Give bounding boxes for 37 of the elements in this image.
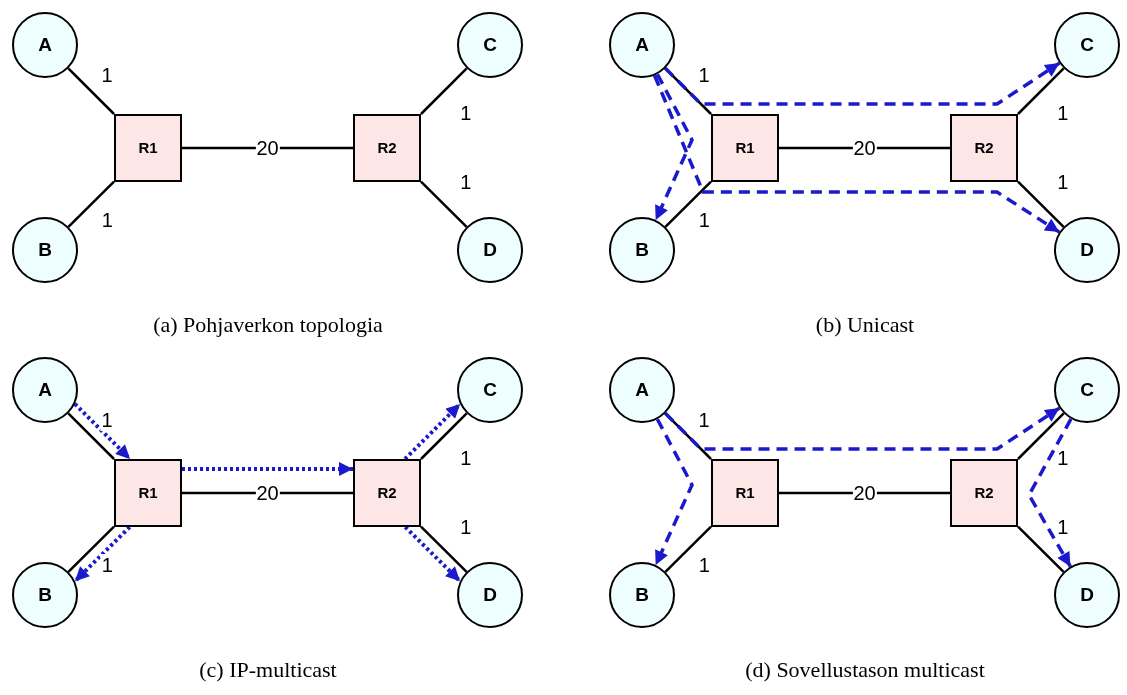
link-line <box>67 525 115 573</box>
router-box: R1 <box>114 459 182 527</box>
link-line <box>779 146 950 150</box>
arrow <box>182 462 353 476</box>
link-line <box>67 180 115 228</box>
arrow <box>664 406 1061 451</box>
caption: (a) Pohjaverkon topologia <box>153 312 383 338</box>
link-line <box>1017 67 1065 115</box>
link-line <box>664 180 712 228</box>
arrow <box>73 402 132 461</box>
arrow <box>664 61 1061 106</box>
caption: (d) Sovellustason multicast <box>745 657 985 683</box>
router-box: R2 <box>950 459 1018 527</box>
caption: (b) Unicast <box>815 312 915 338</box>
link-line <box>1017 525 1065 573</box>
link-line <box>664 525 712 573</box>
router-box: R2 <box>950 114 1018 182</box>
arrow <box>653 74 1061 234</box>
router-box: R2 <box>353 459 421 527</box>
router-box: R1 <box>711 114 779 182</box>
link-line <box>67 412 115 460</box>
link-line <box>420 180 468 228</box>
caption: (c) IP-multicast <box>199 657 337 683</box>
link-line <box>182 491 353 495</box>
link-line <box>67 67 115 115</box>
router-box: R1 <box>114 114 182 182</box>
link-line <box>420 412 468 460</box>
link-line <box>182 146 353 150</box>
link-line <box>779 491 950 495</box>
link-line <box>1017 180 1065 228</box>
arrow <box>73 525 132 583</box>
link-line <box>420 525 468 573</box>
router-box: R1 <box>711 459 779 527</box>
link-line <box>420 67 468 115</box>
link-line <box>1017 412 1065 460</box>
router-box: R2 <box>353 114 421 182</box>
arrow <box>1027 418 1073 568</box>
